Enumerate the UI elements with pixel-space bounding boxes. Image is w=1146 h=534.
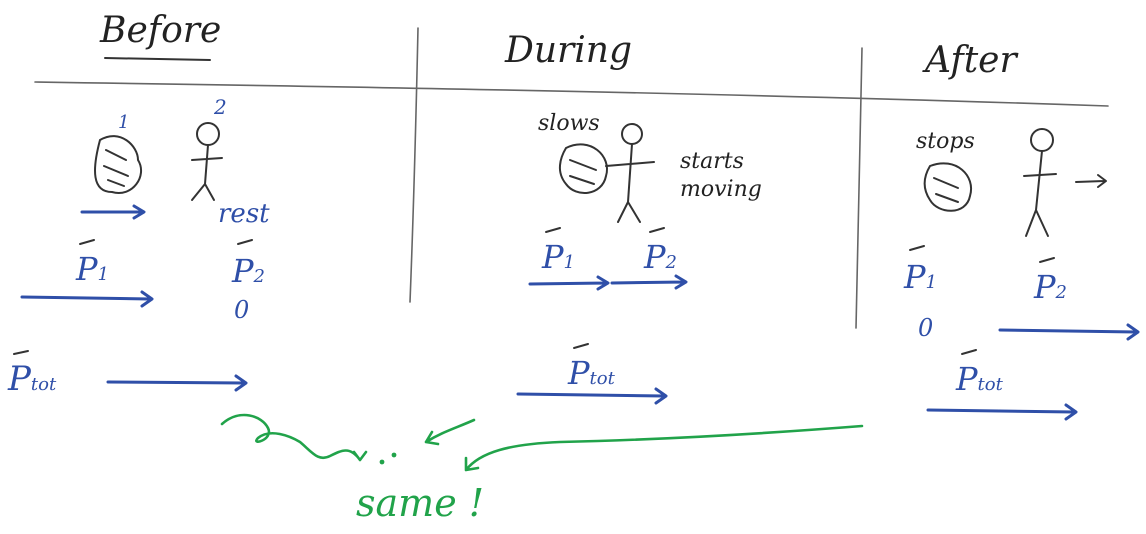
ptot-label-during: Ptot xyxy=(567,354,616,392)
object2-motion-arrow-after xyxy=(1075,174,1107,188)
object1-motion-arrow xyxy=(80,204,146,220)
after-p1-vector-accent xyxy=(909,245,925,251)
p1-label-before: P1 xyxy=(75,250,109,288)
during-object2-note-line1: starts xyxy=(680,149,744,174)
p2-arrow-after xyxy=(998,323,1140,341)
during-p2-vector-accent xyxy=(649,227,665,233)
ptot-vector-accent xyxy=(13,350,29,355)
after-object1-blob xyxy=(923,162,973,212)
p1-arrow-before xyxy=(20,290,154,308)
p1-label-during: P1 xyxy=(541,238,575,276)
green-curve-right xyxy=(464,424,864,472)
object1-blob xyxy=(94,135,143,195)
p2-arrow-during xyxy=(610,274,688,290)
after-p2-vector-accent xyxy=(1039,257,1055,263)
stick-figure-before xyxy=(191,122,223,201)
header-during: During xyxy=(504,30,632,71)
p2-value-before: 0 xyxy=(234,296,249,324)
during-object1-blob xyxy=(559,143,608,194)
header-divider-line xyxy=(34,81,1109,107)
p1-value-after: 0 xyxy=(918,314,933,342)
during-p1-vector-accent xyxy=(545,227,561,233)
during-ptot-vector-accent xyxy=(573,343,589,349)
stick-figure-during xyxy=(605,123,655,223)
green-dot-2 xyxy=(391,452,397,458)
object2-number: 2 xyxy=(213,95,227,119)
conclusion-label: same ! xyxy=(356,481,484,525)
column-divider-1 xyxy=(409,27,419,303)
before-underline xyxy=(104,57,211,61)
ptot-label-after: Ptot xyxy=(955,360,1004,398)
during-object2-note-line2: moving xyxy=(680,177,762,202)
object1-number: 1 xyxy=(118,112,129,133)
ptot-arrow-after xyxy=(926,403,1078,421)
header-before: Before xyxy=(99,10,221,51)
p2-label-after: P2 xyxy=(1033,268,1067,306)
stick-figure-after xyxy=(1023,128,1057,237)
during-object1-note: slows xyxy=(538,111,600,136)
object2-state-label: rest xyxy=(218,199,270,229)
ptot-label-before: Ptot xyxy=(7,359,57,399)
ptot-arrow-during xyxy=(516,387,668,405)
p1-arrow-during xyxy=(528,275,610,291)
after-ptot-vector-accent xyxy=(961,349,977,355)
p2-label-before: P2 xyxy=(231,252,265,290)
after-object1-note: stops xyxy=(916,129,975,154)
p2-vector-accent xyxy=(237,239,253,245)
p1-label-after: P1 xyxy=(903,258,937,296)
green-dot-1 xyxy=(379,459,385,465)
p2-label-during: P2 xyxy=(643,238,677,276)
ptot-arrow-before xyxy=(106,374,248,392)
column-divider-2 xyxy=(855,47,863,329)
green-squiggle-left xyxy=(220,413,368,462)
p1-vector-accent xyxy=(79,239,95,245)
green-arrow-center xyxy=(424,418,476,446)
header-after: After xyxy=(922,40,1018,81)
